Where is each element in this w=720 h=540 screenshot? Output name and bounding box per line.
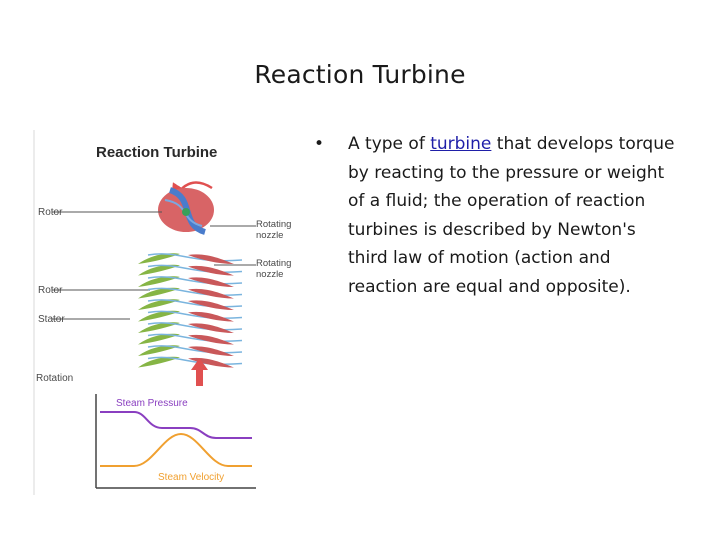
rotor-blade <box>188 323 234 333</box>
stator-blade <box>138 310 180 322</box>
label-nozzle-1: nozzle <box>256 230 283 241</box>
bullet-icon: • <box>314 134 325 154</box>
rotor-blade <box>188 311 234 322</box>
label-rotor-top: Rotor <box>38 207 63 218</box>
flow-line <box>147 333 243 342</box>
flow-line <box>147 310 243 319</box>
rotor-blade <box>188 277 234 287</box>
bullet-text: A type of turbine that develops torque b… <box>348 130 677 301</box>
stator-blade <box>138 345 180 356</box>
rotor-blade <box>188 254 234 264</box>
flow-line <box>147 322 243 331</box>
stator-blade <box>138 264 180 276</box>
steam-pressure-label: Steam Pressure <box>116 398 188 409</box>
slide-title: Reaction Turbine <box>254 60 466 89</box>
reaction-turbine-figure: Reaction Turbine Rotor Rotor Stator Rota… <box>30 130 302 502</box>
label-rotating-2: Rotating <box>256 258 291 269</box>
stator-blade <box>138 253 180 264</box>
flow-direction-arrow-icon <box>191 358 208 386</box>
stator-blade <box>138 287 180 299</box>
label-rotor: Rotor <box>38 285 63 296</box>
flow-line <box>147 264 243 273</box>
stator-blade <box>138 299 180 310</box>
rotor-blade <box>188 346 234 356</box>
steam-velocity-label: Steam Velocity <box>158 472 224 483</box>
label-rotation: Rotation <box>36 373 73 384</box>
bullet-list: • A type of turbine that develops torque… <box>312 130 677 301</box>
steam-pressure-curve <box>100 411 252 439</box>
flow-line <box>147 356 243 365</box>
label-rotating-1: Rotating <box>256 219 291 230</box>
rotor-disk <box>158 187 214 235</box>
flow-line <box>147 276 243 285</box>
label-nozzle-2: nozzle <box>256 269 283 280</box>
steam-velocity-curve <box>100 432 252 467</box>
stator-blade <box>138 276 180 287</box>
flow-line <box>147 253 243 262</box>
rotor-blade <box>188 288 234 299</box>
flow-line <box>147 345 243 354</box>
steam-graph: Steam Pressure Steam Velocity <box>95 394 256 489</box>
rotor-blade <box>188 300 234 310</box>
figure-heading: Reaction Turbine <box>96 144 217 161</box>
bullet-text-before: A type of <box>348 134 431 154</box>
flow-line <box>147 299 243 308</box>
rotor-blade <box>188 334 234 345</box>
label-stator: Stator <box>38 314 65 325</box>
bullet-item: • A type of turbine that develops torque… <box>312 130 677 301</box>
rotor-blade <box>188 265 234 276</box>
stator-blade <box>138 322 180 333</box>
blade-cascade <box>138 253 243 368</box>
stator-blade <box>138 333 180 345</box>
bullet-text-after: that develops torque by reacting to the … <box>348 134 675 297</box>
turbine-link[interactable]: turbine <box>430 134 492 154</box>
turbine-diagram: Reaction Turbine Rotor Rotor Stator Rota… <box>33 130 291 495</box>
flow-line <box>147 287 243 296</box>
stator-blade <box>138 356 180 368</box>
